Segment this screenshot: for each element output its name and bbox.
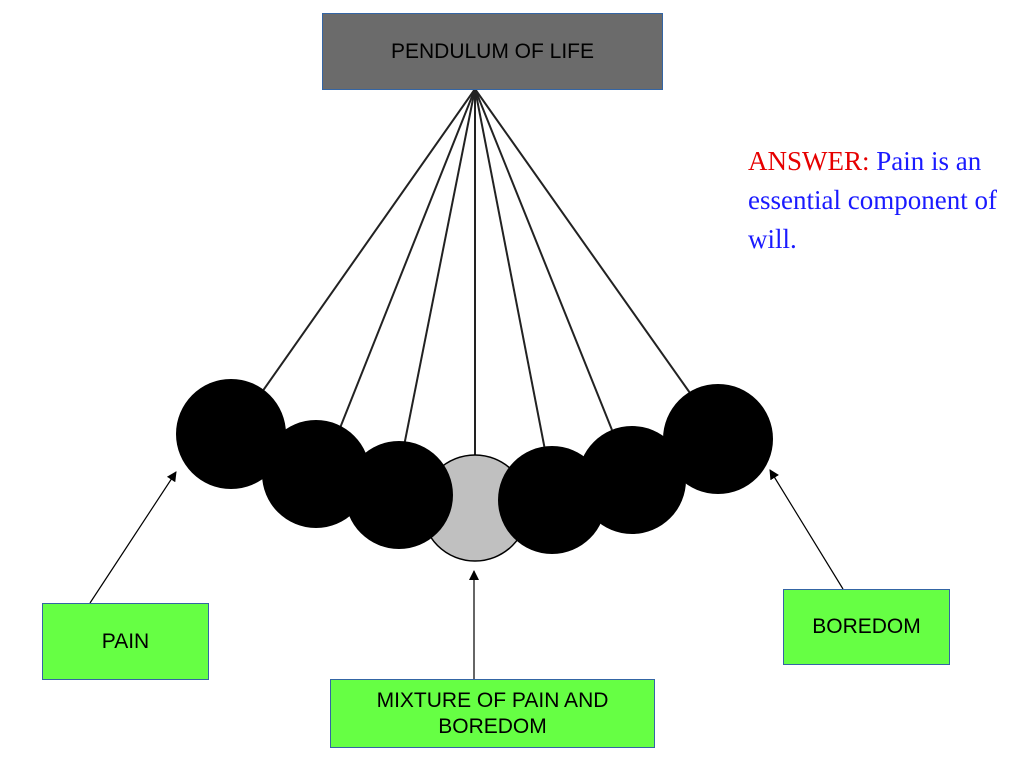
boredom-arrow [769, 469, 844, 590]
diagram-title: PENDULUM OF LIFE [390, 39, 595, 63]
pain-label-box: PAIN [42, 603, 209, 680]
boredom-label-box: BOREDOM [783, 589, 950, 665]
ball-right-1 [663, 384, 773, 494]
title-box: PENDULUM OF LIFE [322, 13, 663, 90]
boredom-label: BOREDOM [812, 615, 921, 639]
answer-label: ANSWER: [748, 146, 870, 176]
string-1 [261, 88, 476, 393]
pain-label: PAIN [101, 629, 150, 653]
ball-left-2 [262, 420, 370, 528]
ball-right-2 [578, 426, 686, 534]
pendulum-balls [176, 379, 773, 562]
string-3 [403, 88, 476, 447]
ball-left-1 [176, 379, 286, 489]
arrows [89, 469, 844, 679]
mixture-label: MIXTURE OF PAIN AND BOREDOM [376, 689, 609, 738]
answer-text: Pain is an essential component of will. [748, 146, 997, 254]
pain-arrow [89, 471, 177, 604]
string-5 [474, 88, 546, 451]
string-7 [474, 88, 691, 394]
string-6 [474, 88, 613, 431]
string-2 [339, 88, 476, 429]
pendulum-strings [261, 88, 691, 455]
ball-left-3 [345, 441, 453, 549]
mixture-label-box: MIXTURE OF PAIN AND BOREDOM [330, 679, 655, 748]
answer-text-block: ANSWER: Pain is an essential component o… [748, 142, 1010, 259]
